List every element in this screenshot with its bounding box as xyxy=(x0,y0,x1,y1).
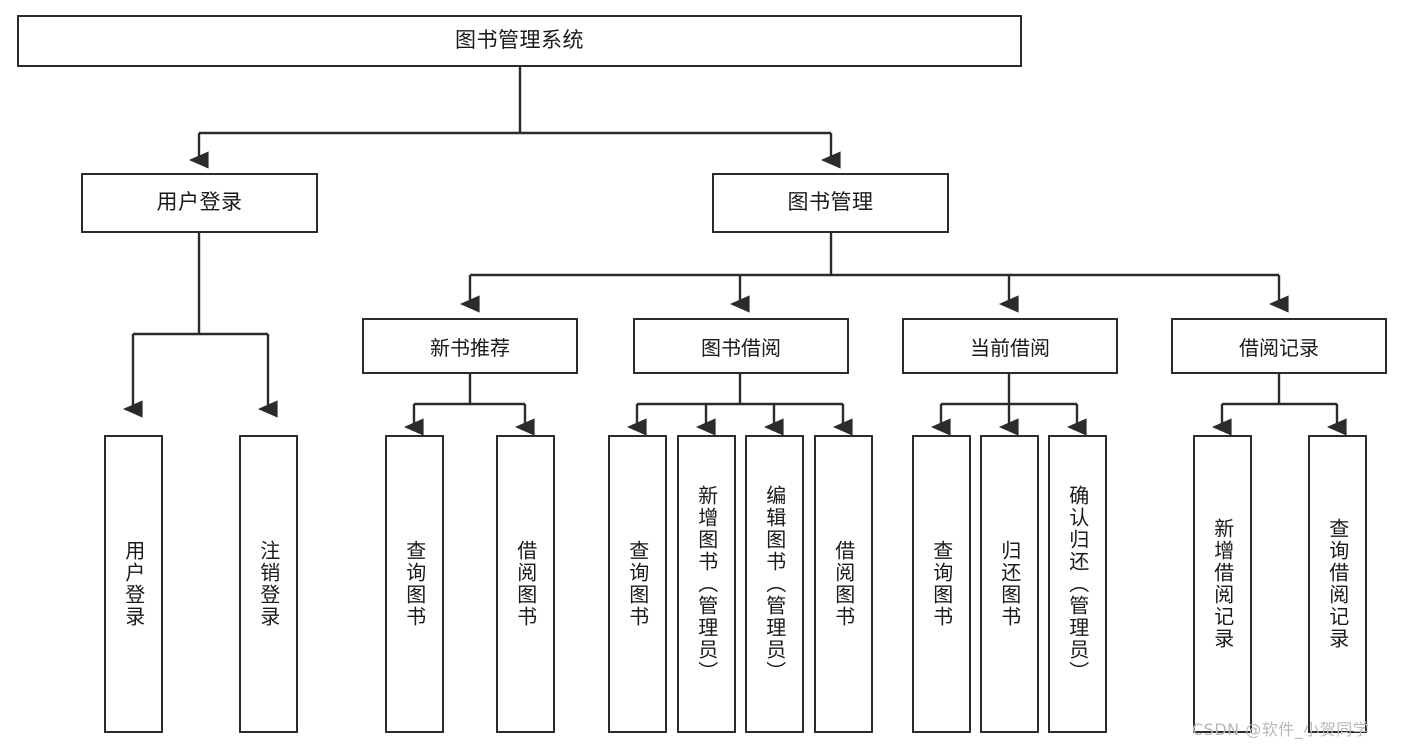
node-leaf-borrow-book-1-label: 借阅图书 xyxy=(513,540,538,628)
node-root-label: 图书管理系统 xyxy=(455,28,584,53)
node-leaf-query-book-1[interactable]: 查询图书 xyxy=(385,435,444,733)
node-leaf-confirm-return-label: 确认归还（管理员） xyxy=(1065,485,1090,683)
node-leaf-add-book-label: 新增图书（管理员） xyxy=(694,485,719,683)
node-leaf-confirm-return[interactable]: 确认归还（管理员） xyxy=(1048,435,1107,733)
node-user-login-label: 用户登录 xyxy=(156,190,243,215)
node-leaf-user-login-label: 用户登录 xyxy=(121,540,146,628)
node-leaf-add-record[interactable]: 新增借阅记录 xyxy=(1193,435,1252,733)
node-book-manage-label: 图书管理 xyxy=(787,190,874,215)
node-book-manage[interactable]: 图书管理 xyxy=(712,173,949,233)
node-leaf-borrow-book-2[interactable]: 借阅图书 xyxy=(814,435,873,733)
node-leaf-borrow-book-2-label: 借阅图书 xyxy=(831,540,856,628)
node-leaf-logout-login-label: 注销登录 xyxy=(256,540,281,628)
node-leaf-query-record[interactable]: 查询借阅记录 xyxy=(1308,435,1367,733)
node-leaf-query-book-2-label: 查询图书 xyxy=(625,540,650,628)
node-leaf-query-book-3-label: 查询图书 xyxy=(929,540,954,628)
node-leaf-query-book-3[interactable]: 查询图书 xyxy=(912,435,971,733)
node-new-book-recommend[interactable]: 新书推荐 xyxy=(362,318,578,374)
node-borrow-record[interactable]: 借阅记录 xyxy=(1171,318,1387,374)
node-leaf-edit-book-label: 编辑图书（管理员） xyxy=(762,485,787,683)
node-leaf-edit-book[interactable]: 编辑图书（管理员） xyxy=(745,435,804,733)
node-leaf-query-book-2[interactable]: 查询图书 xyxy=(608,435,667,733)
node-user-login[interactable]: 用户登录 xyxy=(81,173,318,233)
node-new-book-recommend-label: 新书推荐 xyxy=(430,335,510,360)
node-book-borrow[interactable]: 图书借阅 xyxy=(633,318,849,374)
node-current-borrow[interactable]: 当前借阅 xyxy=(902,318,1118,374)
node-leaf-query-record-label: 查询借阅记录 xyxy=(1325,518,1350,650)
node-leaf-add-record-label: 新增借阅记录 xyxy=(1210,518,1235,650)
node-leaf-return-book-label: 归还图书 xyxy=(997,540,1022,628)
node-leaf-borrow-book-1[interactable]: 借阅图书 xyxy=(496,435,555,733)
node-book-borrow-label: 图书借阅 xyxy=(701,335,781,360)
node-root[interactable]: 图书管理系统 xyxy=(17,15,1022,67)
csdn-watermark: CSDN @软件_小贺同学 xyxy=(1192,720,1370,739)
node-leaf-query-book-1-label: 查询图书 xyxy=(402,540,427,628)
node-current-borrow-label: 当前借阅 xyxy=(970,335,1050,360)
node-leaf-user-login[interactable]: 用户登录 xyxy=(104,435,163,733)
node-borrow-record-label: 借阅记录 xyxy=(1239,335,1319,360)
node-leaf-logout-login[interactable]: 注销登录 xyxy=(239,435,298,733)
node-leaf-return-book[interactable]: 归还图书 xyxy=(980,435,1039,733)
node-leaf-add-book[interactable]: 新增图书（管理员） xyxy=(677,435,736,733)
